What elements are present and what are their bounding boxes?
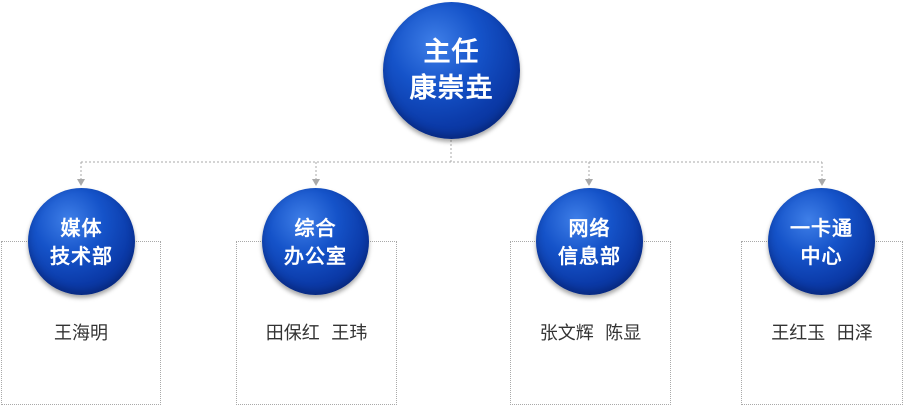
dept-name-line2: 中心 bbox=[800, 243, 843, 268]
dept-members-card-center: 王红玉 田泽 bbox=[771, 323, 873, 344]
dept-name-line2: 技术部 bbox=[50, 243, 113, 268]
arrowhead-icon bbox=[77, 179, 85, 186]
dept-name-line1: 一卡通 bbox=[790, 215, 853, 240]
root-node-director: 主任 康崇垚 bbox=[383, 2, 520, 139]
dept-node-office: 综合 办公室 bbox=[262, 188, 369, 295]
dept-name-line1: 综合 bbox=[294, 215, 337, 240]
root-title: 主任 bbox=[423, 36, 480, 68]
branch-1 bbox=[77, 162, 85, 186]
arrowhead-icon bbox=[585, 179, 593, 186]
dept-node-network: 网络 信息部 bbox=[536, 188, 643, 295]
branch-4 bbox=[818, 162, 826, 186]
dept-name-line1: 媒体 bbox=[60, 215, 103, 240]
branch-3 bbox=[585, 162, 593, 186]
dept-members-office: 田保红 王玮 bbox=[265, 323, 368, 344]
dept-node-media: 媒体 技术部 bbox=[28, 188, 135, 295]
root-name: 康崇垚 bbox=[409, 72, 494, 104]
dept-name-line2: 信息部 bbox=[558, 243, 621, 268]
dept-members-network: 张文辉 陈显 bbox=[539, 323, 642, 344]
dept-name-line1: 网络 bbox=[568, 215, 611, 240]
arrowhead-icon bbox=[312, 179, 320, 186]
branch-2 bbox=[312, 162, 320, 186]
arrowhead-icon bbox=[818, 179, 826, 186]
dept-node-card-center: 一卡通 中心 bbox=[768, 188, 875, 295]
dept-members-media: 王海明 bbox=[54, 323, 108, 344]
dept-name-line2: 办公室 bbox=[284, 243, 347, 268]
